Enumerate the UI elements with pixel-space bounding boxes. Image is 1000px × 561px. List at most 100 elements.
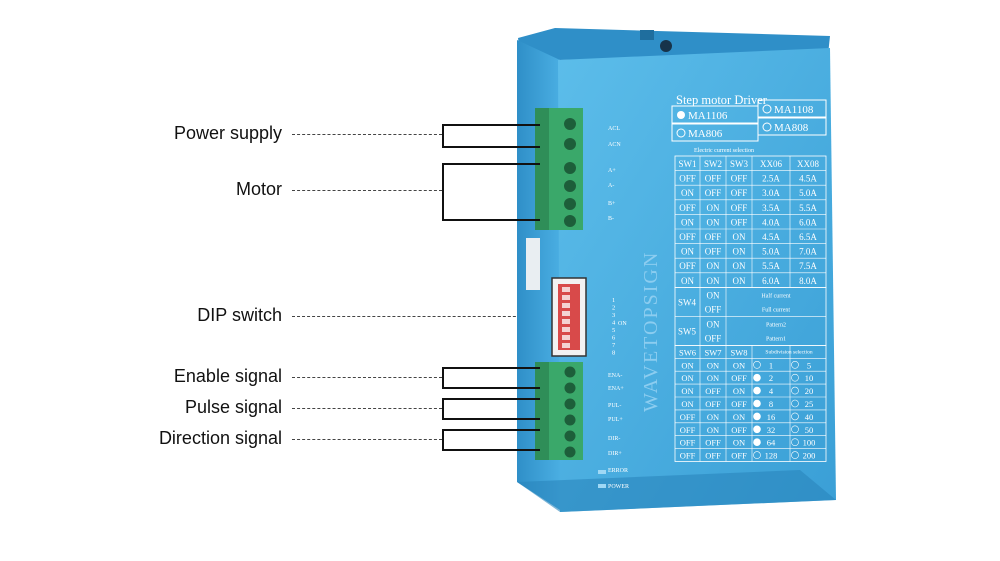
table-cell: OFF <box>679 232 696 242</box>
callout-label-motor: Motor <box>235 179 282 199</box>
dip-number: 5 <box>612 327 615 334</box>
table-cell: ON <box>707 360 719 370</box>
table-cell: ON <box>681 373 693 383</box>
table-cell: 32 <box>767 425 776 435</box>
table-cell: ON <box>707 276 720 286</box>
callout-label-direction-signal: Direction signal <box>158 428 282 448</box>
table-cell: OFF <box>680 451 696 461</box>
switch-on-text: Half current <box>761 292 790 299</box>
switch-name: SW5 <box>678 326 697 336</box>
pin-label: ENA- <box>608 373 622 379</box>
table-cell: 100 <box>803 438 816 448</box>
table-cell: ON <box>733 232 746 242</box>
model-selected-dot <box>677 111 685 119</box>
table-cell: OFF <box>731 451 747 461</box>
table-cell: OFF <box>705 232 722 242</box>
subdivision-dot <box>791 412 799 421</box>
switch-on: ON <box>707 290 720 300</box>
table-cell: 1 <box>769 360 773 370</box>
bracket-pulse-signal <box>442 398 540 420</box>
table-cell: OFF <box>679 174 696 184</box>
table-cell: OFF <box>731 399 747 409</box>
table-cell: 128 <box>765 451 778 461</box>
table-header-cell: SW7 <box>705 347 722 357</box>
driver-bottom-edge <box>517 470 836 512</box>
table-cell: 25 <box>805 399 814 409</box>
table-cell: ON <box>707 217 720 227</box>
subdivision-dot <box>791 425 799 434</box>
table-header-cell: SW1 <box>679 159 697 169</box>
table-cell: 6.0A <box>799 217 817 227</box>
bracket-power-supply <box>442 124 540 148</box>
callout-label-dip-switch: DIP switch <box>197 305 282 325</box>
dip-number: 1 <box>612 297 615 304</box>
pin-label: PUL- <box>608 403 621 409</box>
table-cell: ON <box>681 188 694 198</box>
table-cell: ON <box>681 386 693 396</box>
table-cell: OFF <box>731 188 748 198</box>
subdivision-dot <box>753 386 761 395</box>
table-cell: OFF <box>705 451 721 461</box>
table-cell: 6.0A <box>762 276 780 286</box>
table-cell: ON <box>681 360 693 370</box>
dip-number: 3 <box>612 312 615 319</box>
table-cell: 4.0A <box>762 217 780 227</box>
table-cell: ON <box>733 261 746 271</box>
subdivision-dot <box>753 451 761 459</box>
table-cell: OFF <box>705 386 721 396</box>
dip-switch <box>551 277 587 357</box>
table-cell: 5 <box>807 360 811 370</box>
table-cell: 2.5A <box>762 174 780 184</box>
table-cell: 3.5A <box>762 203 780 213</box>
leader-line-direction-signal <box>292 439 442 440</box>
table-cell: 10 <box>805 373 814 383</box>
pin-label: ACN <box>608 142 621 148</box>
leader-line-dip-switch <box>292 316 546 317</box>
switch-off: OFF <box>705 333 722 343</box>
bracket-direction-signal <box>442 429 540 451</box>
subdivision-dot <box>791 438 799 447</box>
table-header-cell: XX06 <box>760 159 782 169</box>
switch-off-text: Full current <box>762 307 790 313</box>
subdivision-dot <box>791 399 799 408</box>
table-cell: OFF <box>705 399 721 409</box>
switch-off-text: Pattern1 <box>766 336 786 342</box>
current-selection-heading: Electric current selection <box>694 148 754 154</box>
dip-number: 8 <box>612 350 615 357</box>
driver-front-face <box>558 48 836 512</box>
dip-on-label: ON <box>618 321 627 327</box>
pin-label: DIR- <box>608 436 620 442</box>
table-cell: OFF <box>731 174 748 184</box>
pin-label: B+ <box>608 201 616 207</box>
table-cell: 50 <box>805 425 814 435</box>
table-cell: ON <box>733 386 745 396</box>
subdivision-dot <box>791 386 799 395</box>
subdivision-dot <box>791 451 799 459</box>
table-cell: ON <box>681 276 694 286</box>
table-cell: OFF <box>705 247 722 257</box>
table-header-cell: SW2 <box>704 159 722 169</box>
table-cell: ON <box>733 412 745 422</box>
table-header-cell: SW3 <box>730 159 749 169</box>
leader-line-motor <box>292 190 442 191</box>
subdivision-dot <box>753 425 761 434</box>
table-cell: OFF <box>679 261 696 271</box>
subdivision-dot <box>791 373 799 382</box>
table-cell: 2 <box>769 373 773 383</box>
table-cell: 5.5A <box>799 203 817 213</box>
panel-title: Step motor Driver <box>676 93 768 107</box>
table-header-cell: XX08 <box>797 159 819 169</box>
table-cell: ON <box>733 360 745 370</box>
pin-label: DIR+ <box>608 451 622 457</box>
table-cell: OFF <box>705 188 722 198</box>
table-cell: ON <box>707 203 720 213</box>
pin-label: B- <box>608 216 614 222</box>
table-cell: 3.0A <box>762 188 780 198</box>
table-cell: OFF <box>680 425 696 435</box>
table-cell: 6.5A <box>799 232 817 242</box>
table-border <box>674 344 827 462</box>
side-label-sticker <box>526 238 540 290</box>
table-header-cell: SW8 <box>731 347 748 357</box>
subdivision-dot <box>753 373 761 382</box>
